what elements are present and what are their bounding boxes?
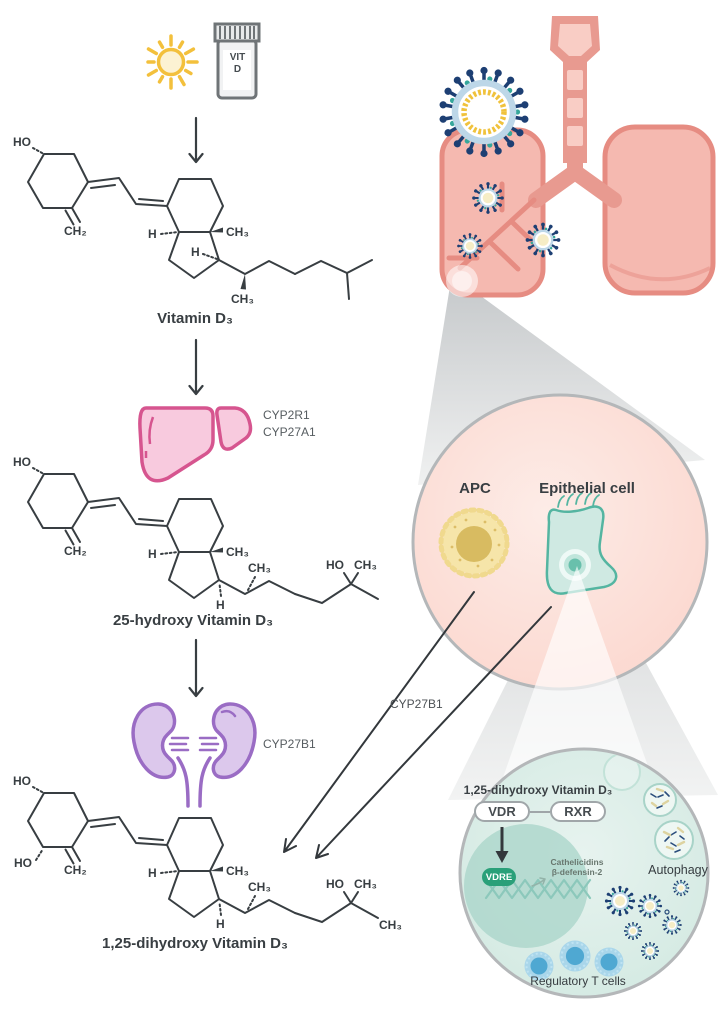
liver-enzyme-2: CYP27A1 [263, 425, 316, 440]
kidney-enzyme-label: CYP27B1 [263, 737, 316, 751]
hydroxy25-structure: HO CH₂ H CH₃ H CH₃ HO CH₃ [13, 455, 379, 612]
cilia [557, 492, 600, 508]
supplement-label: VIT D [229, 52, 246, 75]
sun-icon [146, 34, 199, 90]
atom-label: CH₃ [354, 877, 377, 891]
liver-enzyme-1: CYP2R1 [263, 408, 310, 422]
cyp-arrow-epithelial [315, 606, 552, 859]
apc-label: APC [459, 480, 491, 497]
virus-particle-dot [664, 909, 670, 915]
vitamin-d-bottle-icon [213, 22, 261, 100]
atom-label: HO [326, 558, 344, 572]
atom-label: CH₃ [248, 880, 271, 894]
epithelial-label: Epithelial cell [539, 480, 635, 497]
hydroxy25-label: 25-hydroxy Vitamin D₃ [112, 612, 274, 629]
apc-nucleus [456, 526, 492, 562]
atom-label: CH₃ [231, 292, 254, 306]
liver-enzymes-label: CYP2R1 CYP27A1 [263, 407, 316, 442]
atom-label: H [148, 547, 157, 561]
atom-label: CH₃ [226, 545, 249, 559]
atom-label: CH₃ [226, 225, 249, 239]
treg-cell [558, 939, 592, 973]
atom-label: CH₃ [226, 864, 249, 878]
lungs-icon [439, 16, 716, 298]
treg-label: Regulatory T cells [530, 974, 626, 988]
kidneys-icon [131, 702, 257, 808]
coronavirus-icon [437, 65, 531, 159]
atom-label: HO [14, 856, 32, 870]
autophagosome-icon [643, 783, 677, 817]
epithelial-nucleus [568, 558, 582, 572]
liver-icon [138, 406, 253, 483]
glow-cone [500, 566, 655, 786]
treg-cell [593, 946, 625, 978]
immune-enzyme-label: CYP27B1 [390, 697, 443, 711]
atom-label: CH₂ [64, 544, 87, 558]
atom-label: H [148, 227, 157, 241]
autophagy-label: Autophagy [648, 863, 708, 877]
atom-label: HO [326, 877, 344, 891]
cyp27b1-arrows [283, 591, 552, 859]
dna-helix [484, 878, 592, 900]
atom-label: H [148, 866, 157, 880]
vdre-pill: VDRE [482, 868, 516, 886]
apc-cell [438, 507, 510, 579]
ligand-label: 1,25-dihydroxy Vitamin D₃ [463, 783, 613, 797]
atom-label: H [216, 917, 225, 931]
cell-nucleus-region [464, 824, 588, 948]
products-label: Cathelicidins β-defensin-2 [550, 857, 604, 877]
vitamin-d3-label: Vitamin D₃ [157, 310, 233, 327]
atom-label: CH₂ [64, 224, 87, 238]
vitamin-d3-structure: HO CH₂ H CH₃ H CH₃ [13, 135, 373, 306]
atom-label: CH₃ [248, 561, 271, 575]
dihydroxy125-structure: HO HO CH₂ H CH₃ H CH₃ HO CH₃ CH₃ [13, 774, 402, 932]
cathelicidin-arrow [531, 877, 546, 887]
atom-label: CH₃ [354, 558, 377, 572]
autophagosome-icon [654, 820, 694, 860]
atom-label: CH₃ [379, 918, 402, 932]
rxr-pill: RXR [550, 801, 606, 822]
pathway-arrows [188, 116, 204, 698]
atom-label: H [191, 245, 200, 259]
atom-label: HO [13, 774, 31, 788]
atom-label: H [216, 598, 225, 612]
down-arrow-2 [188, 338, 204, 396]
atom-label: HO [13, 455, 31, 469]
epithelial-cell [545, 492, 618, 595]
vdr-pill: VDR [474, 801, 530, 822]
down-arrow-3 [188, 638, 204, 698]
virus-rna [461, 89, 507, 135]
down-arrow-1 [188, 116, 204, 164]
cyp-arrow-apc [283, 591, 475, 853]
vdr-vdre-arrow [495, 827, 509, 863]
dihydroxy125-label: 1,25-dihydroxy Vitamin D₃ [102, 935, 288, 952]
atom-label: CH₂ [64, 863, 87, 877]
atom-label: HO [13, 135, 31, 149]
